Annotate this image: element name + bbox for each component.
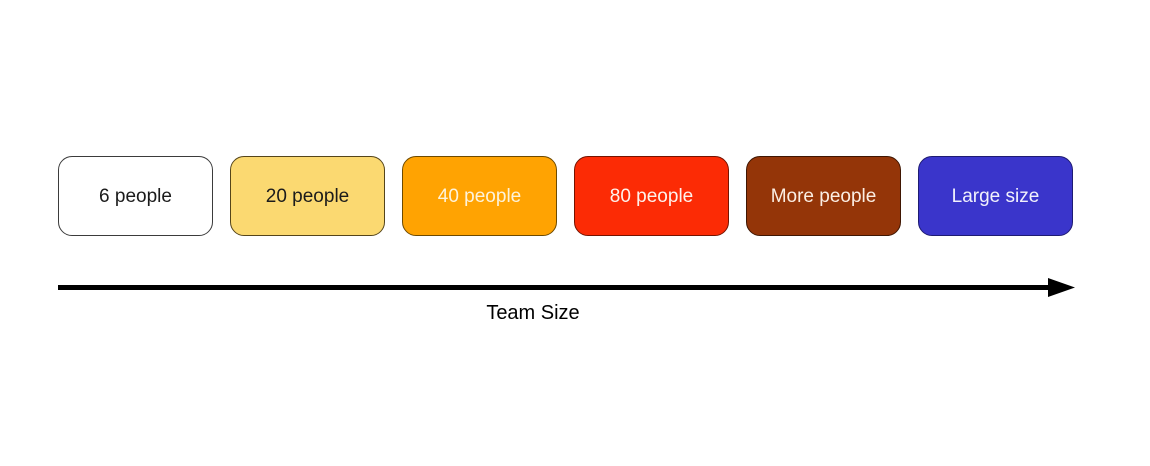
box-label-more-people: More people [770, 185, 877, 207]
team-size-box-more-people: More people [746, 156, 901, 236]
box-label-20-people: 20 people [265, 185, 350, 207]
team-size-box-6-people: 6 people [58, 156, 213, 236]
team-size-box-40-people: 40 people [402, 156, 557, 236]
box-label-6-people: 6 people [99, 185, 172, 207]
box-label-40-people: 40 people [437, 185, 522, 207]
box-label-80-people: 80 people [609, 185, 694, 207]
team-size-box-20-people: 20 people [230, 156, 385, 236]
box-label-large-size: Large size [951, 185, 1040, 207]
team-size-box-80-people: 80 people [574, 156, 729, 236]
axis-arrow-head [1048, 278, 1075, 297]
axis-label-team-size: Team Size [486, 302, 580, 324]
team-size-axis-arrow-icon [58, 278, 1075, 297]
team-size-box-large-size: Large size [918, 156, 1073, 236]
